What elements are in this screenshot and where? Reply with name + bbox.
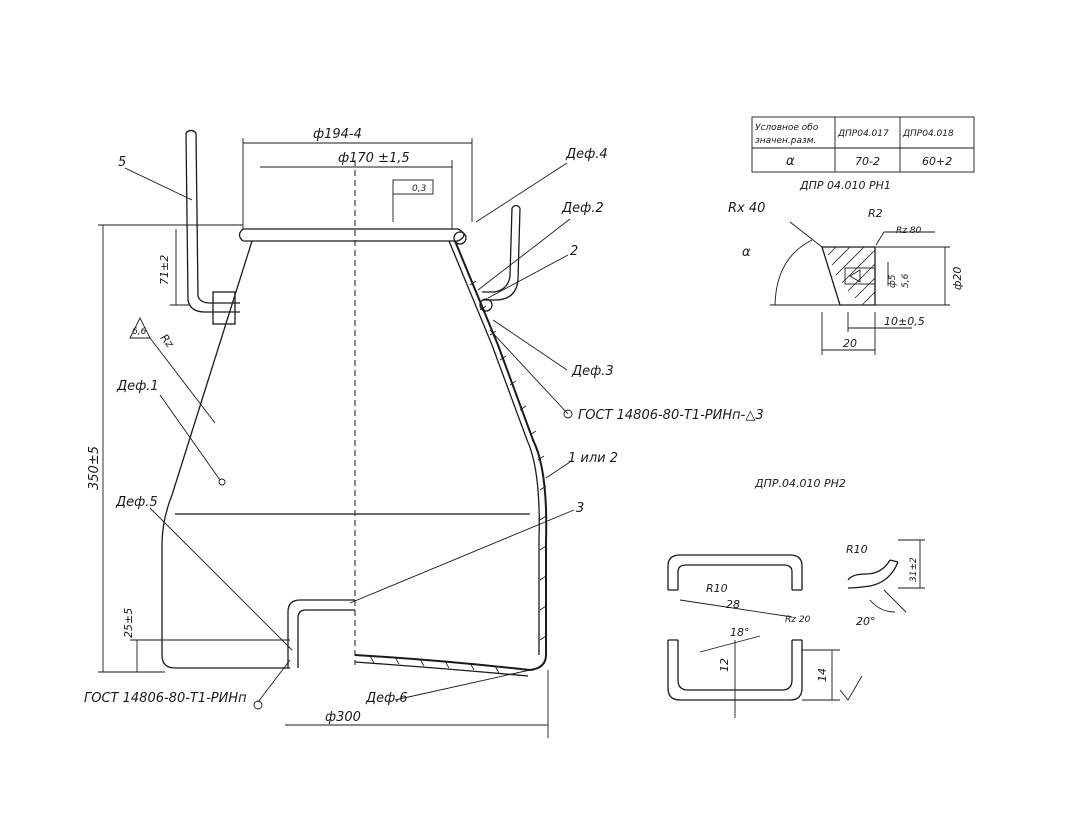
detail-rn1-d20: ф20 xyxy=(951,267,964,290)
detail-rn2-r10a: R10 xyxy=(706,582,728,595)
table-header-part-017: ДПР04.017 xyxy=(837,129,889,139)
detail-rn1-rx40: Rx 40 xyxy=(728,201,765,216)
detail-rn2-rz20: Rz 20 xyxy=(785,615,811,625)
vessel-labels: ф194-4 ф170 ±1,5 0,3 71±2 350±5 25±5 ф30… xyxy=(84,127,764,725)
detail-rn2-h12: 12 xyxy=(718,658,731,672)
table-header-part-018: ДПР04.018 xyxy=(902,129,954,139)
detail-rn1-d5b: 5,6 xyxy=(901,273,911,288)
dim-d170: ф170 ±1,5 xyxy=(338,151,410,166)
callout-gost-top: ГОСТ 14806-80-Т1-РИНп-△3 xyxy=(578,408,764,423)
detail-rn1-r2: R2 xyxy=(868,207,883,220)
detail-rn2-h31: 31±2 xyxy=(909,557,919,582)
table-header-designation-2: значен.разм. xyxy=(755,136,816,146)
dimension-lines xyxy=(98,138,575,738)
vessel-drawing xyxy=(161,129,548,677)
callout-1or2: 1 или 2 xyxy=(568,451,618,466)
dim-h350: 350±5 xyxy=(87,446,102,490)
detail-rn1: ДПР 04.010 РН1 Rx 40 R2 Rz 80 xyxy=(728,179,964,355)
detail-rn2-h14: 14 xyxy=(816,668,829,682)
detail-rn1-alpha: α xyxy=(742,245,751,260)
table-row-label: α xyxy=(786,154,795,169)
detail-rn1-w20: 20 xyxy=(843,337,857,350)
dim-h25: 25±5 xyxy=(122,608,135,638)
roughness-symbol: Rz xyxy=(158,332,177,351)
detail-rn2-title: ДПР.04.010 РН2 xyxy=(754,477,846,490)
detail-rn2-ang20: 20° xyxy=(856,615,876,628)
detail-rn1-w10: 10±0,5 xyxy=(884,315,925,328)
dim-h71: 71±2 xyxy=(158,255,171,285)
detail-rn2-w28: 28 xyxy=(726,598,740,611)
table-cell-017: 70-2 xyxy=(855,155,880,168)
detail-rn2-ang18: 18° xyxy=(730,626,750,639)
callout-def2: Деф.2 xyxy=(561,201,604,216)
size-table: Условное обо значен.разм. ДПР04.017 ДПР0… xyxy=(751,116,975,173)
detail-rn2: ДПР.04.010 РН2 R10 28 Rz 20 18° 12 14 R1… xyxy=(667,477,925,718)
dim-d194: ф194-4 xyxy=(313,127,362,142)
callout-def6: Деф.6 xyxy=(365,691,408,706)
callout-def5: Деф.5 xyxy=(115,495,158,510)
callout-5: 5 xyxy=(118,155,126,170)
dim-d300: ф300 xyxy=(325,710,361,725)
detail-rn1-title: ДПР 04.010 РН1 xyxy=(799,179,891,192)
callout-gost-bottom: ГОСТ 14806-80-Т1-РИНп xyxy=(84,691,247,706)
dim-flatness: 0,3 xyxy=(412,184,427,194)
callout-def4: Деф.4 xyxy=(565,147,608,162)
callout-2: 2 xyxy=(570,244,578,259)
callout-3: 3 xyxy=(576,501,584,516)
detail-rn1-rz80: Rz 80 xyxy=(896,226,922,236)
callout-def3: Деф.3 xyxy=(571,364,614,379)
roughness-value: 6,6 xyxy=(132,327,147,337)
callout-def1: Деф.1 xyxy=(116,379,159,394)
table-header-designation-1: Условное обо xyxy=(755,123,819,133)
detail-rn2-r10b: R10 xyxy=(846,543,868,556)
detail-rn1-d5: ф5 xyxy=(888,274,898,288)
table-cell-018: 60+2 xyxy=(922,155,952,168)
